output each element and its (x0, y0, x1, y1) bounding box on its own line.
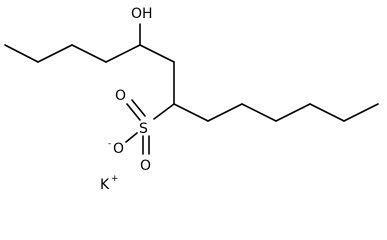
bond-s-o-left (125, 132, 138, 143)
bond-c10-c11 (275, 103, 311, 122)
structure-canvas: OH O S O - O K + (4, 6, 379, 193)
atom-label-hydroxyl: OH (131, 6, 153, 22)
bond-c7-c8 (173, 103, 209, 122)
bond-c7-s (153, 103, 175, 120)
atom-label-oxygen-left: O (113, 141, 124, 157)
bond-c5-c6 (139, 44, 175, 63)
charge-minus: - (108, 139, 111, 149)
atom-label-oxygen-right: O (140, 158, 151, 174)
counterion-label: K (100, 177, 110, 193)
molecule-diagram: OH O S O - O K + (4, 6, 379, 193)
bond-c11-c12 (309, 103, 345, 122)
bond-c2-c3 (37, 44, 73, 63)
charge-plus: + (111, 174, 119, 184)
atom-label-oxygen-top: O (115, 88, 126, 104)
bond-c8-c9 (207, 103, 243, 122)
bond-s-o-top-b (131, 99, 146, 117)
bond-c9-c10 (241, 103, 277, 122)
bond-c12-c13 (343, 103, 379, 122)
bond-c3-c4 (71, 44, 107, 63)
bond-c4-c5 (105, 44, 141, 63)
bond-s-o-top-a (126, 103, 141, 121)
bond-c1-c2 (4, 44, 39, 63)
atom-label-sulfur: S (139, 121, 148, 137)
